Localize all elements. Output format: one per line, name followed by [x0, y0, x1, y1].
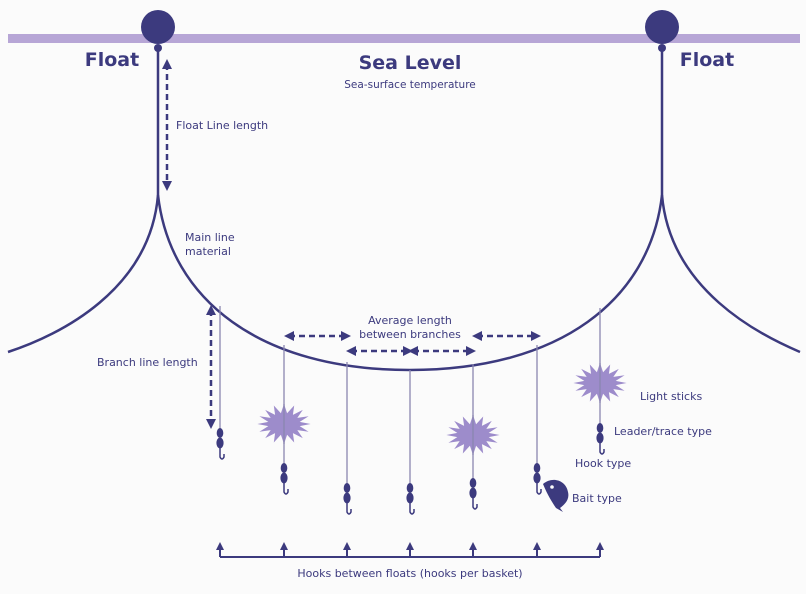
- branch-lines: [216, 306, 627, 515]
- hook-icon: [216, 428, 225, 460]
- branch-line: [257, 345, 311, 495]
- sea-level-line: [8, 34, 800, 43]
- main-line-label: Main line: [185, 231, 235, 244]
- branch-line: [533, 345, 542, 495]
- sea-level-title: Sea Level: [359, 52, 462, 74]
- hooks-count-bracket: [216, 542, 604, 558]
- float-right-label: Float: [680, 49, 734, 71]
- branch-line: [446, 364, 500, 510]
- hook-icon: [469, 478, 478, 510]
- hook-icon: [343, 483, 352, 515]
- sea-surface-temperature-label: Sea-surface temperature: [344, 79, 476, 91]
- measure-arrows: [162, 59, 541, 429]
- bait-type-label: Bait type: [572, 492, 622, 505]
- hooks-between-floats-label: Hooks between floats (hooks per basket): [297, 567, 522, 580]
- hook-type-label: Hook type: [575, 457, 631, 470]
- bait-fish-icon: [543, 479, 569, 512]
- float-left-label: Float: [85, 49, 139, 71]
- average-length-label: Average length: [368, 314, 452, 327]
- float-left-icon: [141, 10, 175, 52]
- hook-icon: [280, 463, 289, 495]
- light-sticks-label: Light sticks: [640, 390, 702, 403]
- hook-icon: [406, 483, 415, 515]
- hook-icon: [533, 463, 542, 495]
- between-branches-label: between branches: [359, 328, 461, 341]
- hook-icon: [596, 423, 605, 455]
- branch-line: [573, 308, 627, 455]
- float-right-icon: [645, 10, 679, 52]
- main-line-material-label: material: [185, 245, 231, 258]
- branch-line: [343, 362, 352, 515]
- branch-line: [216, 306, 225, 460]
- leader-trace-type-label: Leader/trace type: [614, 425, 712, 438]
- branch-line: [406, 370, 415, 515]
- float-line-length-label: Float Line length: [176, 119, 268, 132]
- branch-line-length-label: Branch line length: [97, 356, 198, 369]
